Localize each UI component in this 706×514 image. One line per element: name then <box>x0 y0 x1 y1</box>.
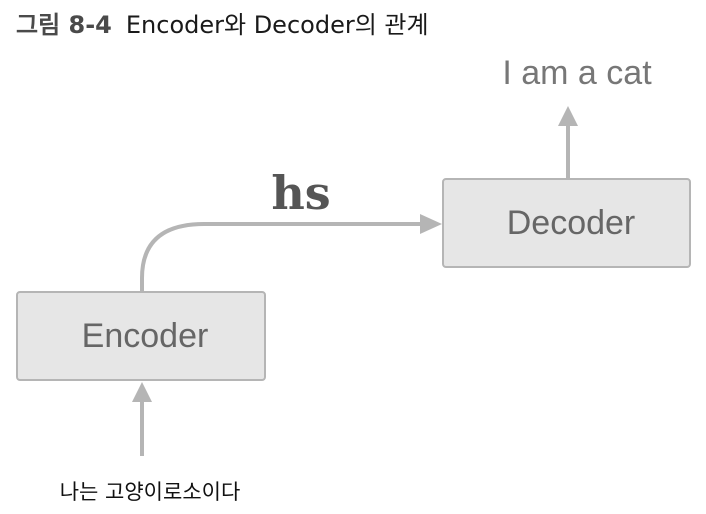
output-sentence: I am a cat <box>502 54 652 92</box>
hidden-state-label: hs <box>271 166 330 220</box>
input-encoder-arrowhead <box>132 382 152 402</box>
figure-caption: 그림 8-4 Encoder와 Decoder의 관계 <box>16 8 429 42</box>
encoder-box: Encoder <box>16 291 266 381</box>
encoder-decoder-arrowhead <box>420 214 442 234</box>
decoder-output-arrowhead <box>558 106 578 126</box>
input-sentence: 나는 고양이로소이다 <box>60 480 241 504</box>
encoder-label: Encoder <box>82 317 209 355</box>
encoder-decoder-arrow-line <box>140 222 424 292</box>
decoder-box-rect <box>442 178 691 268</box>
encoder-box-rect <box>16 291 266 381</box>
figure-title: Encoder와 Decoder의 관계 <box>125 11 429 39</box>
decoder-label: Decoder <box>507 204 636 242</box>
decoder-box: Decoder <box>442 178 691 268</box>
figure-number: 그림 8-4 <box>16 11 112 39</box>
